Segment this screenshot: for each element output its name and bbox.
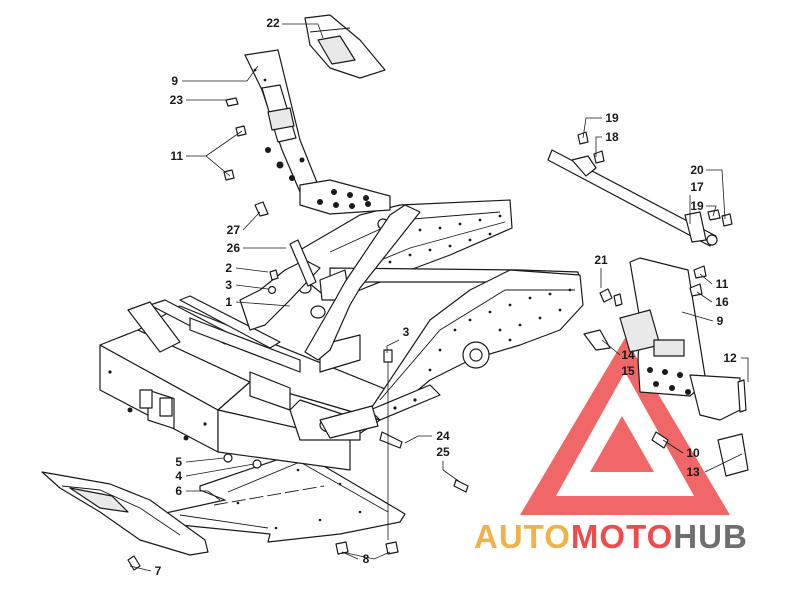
- callout-label-c4: 4: [175, 469, 182, 483]
- callout-leader-c18: [595, 136, 602, 157]
- callout-leader-c10: [662, 439, 684, 454]
- watermark-text-auto: AUTO: [474, 518, 571, 555]
- callout-label-c19a: 19: [605, 111, 619, 125]
- callout-label-c20: 20: [690, 163, 704, 177]
- callout-label-c8: 8: [363, 552, 370, 566]
- callout-leader-c19b: [706, 205, 717, 217]
- right-side-panel: [319, 269, 584, 439]
- watermark-text-hub: HUB: [673, 518, 748, 555]
- callout-leader-c9a: [182, 65, 259, 82]
- callout-leader-c3b: [386, 339, 400, 353]
- callout-label-c9b: 9: [717, 314, 724, 328]
- callout-label-c19b: 19: [690, 199, 704, 213]
- callout-label-c18: 18: [605, 130, 619, 144]
- callout-leader-c8: [341, 551, 391, 560]
- callout-leader-c5: [185, 457, 225, 463]
- watermark-triangle: [520, 338, 730, 515]
- callout-leader-c25: [442, 461, 461, 483]
- front-rails: [239, 204, 421, 361]
- callout-leader-c1: [235, 301, 291, 307]
- upper-cover-part: [304, 14, 386, 79]
- callout-label-c10: 10: [686, 446, 700, 460]
- callout-leader-c4: [185, 463, 255, 477]
- callout-label-c17: 17: [690, 180, 704, 194]
- callout-label-c26: 26: [227, 241, 241, 255]
- callout-leader-c7: [129, 565, 152, 572]
- callout-leader-c20: [706, 169, 726, 220]
- watermark-logo: AUTOMOTOHUB: [474, 338, 748, 555]
- callout-leader-c13: [704, 453, 743, 473]
- callout-label-c22: 22: [266, 16, 280, 30]
- callout-leader-c22: [282, 23, 324, 39]
- watermark-text: AUTOMOTOHUB: [474, 518, 748, 555]
- callout-label-c2: 2: [225, 261, 232, 275]
- callout-leader-c14: [601, 339, 621, 356]
- front-skid-plate: [41, 471, 209, 556]
- callout-label-c14: 14: [621, 348, 635, 362]
- callout-label-c1: 1: [225, 295, 232, 309]
- callout-leader-c12: [741, 357, 749, 382]
- callout-leader-c24: [404, 435, 432, 444]
- callout-label-c25: 25: [436, 445, 450, 459]
- callout-leader-c11b: [699, 273, 713, 285]
- watermark-text-moto: MOTO: [571, 518, 673, 555]
- callout-leaders: [129, 23, 749, 572]
- callout-label-c11a: 11: [170, 149, 183, 163]
- callout-leader-c9b: [681, 311, 714, 322]
- callout-leader-c16: [696, 291, 713, 303]
- callout-leader-c19a: [582, 117, 602, 139]
- steering-support-left: [244, 49, 391, 215]
- callout-label-c24: 24: [436, 429, 450, 443]
- callout-labels: 2292311272623131918201719211116912141510…: [155, 16, 737, 578]
- hardware: [127, 97, 747, 571]
- callout-leader-c6: [186, 490, 221, 501]
- callout-leader-c3a: [235, 284, 269, 290]
- callout-label-c7: 7: [155, 564, 162, 578]
- callout-leader-c27: [242, 211, 261, 231]
- steering-shaft: [547, 149, 718, 247]
- right-front-plate: [619, 257, 749, 477]
- callout-label-c15: 15: [621, 364, 635, 378]
- callout-label-c23: 23: [170, 93, 184, 107]
- callout-label-c3b: 3: [403, 325, 410, 339]
- callout-label-c13: 13: [686, 465, 700, 479]
- callout-label-c21: 21: [594, 253, 608, 267]
- belly-pan: [149, 451, 406, 543]
- callout-label-c5: 5: [175, 455, 182, 469]
- callout-label-c3a: 3: [225, 278, 232, 292]
- callout-label-c16: 16: [715, 295, 729, 309]
- callout-label-c27: 27: [227, 223, 241, 237]
- callout-label-c9a: 9: [171, 74, 178, 88]
- callout-leader-c2: [235, 267, 269, 273]
- callout-label-c6: 6: [175, 484, 182, 498]
- callout-leader-c11a: [186, 130, 243, 177]
- chassis-frame: [99, 282, 401, 471]
- callout-label-c11b: 11: [716, 277, 729, 291]
- callout-label-c12: 12: [723, 351, 737, 365]
